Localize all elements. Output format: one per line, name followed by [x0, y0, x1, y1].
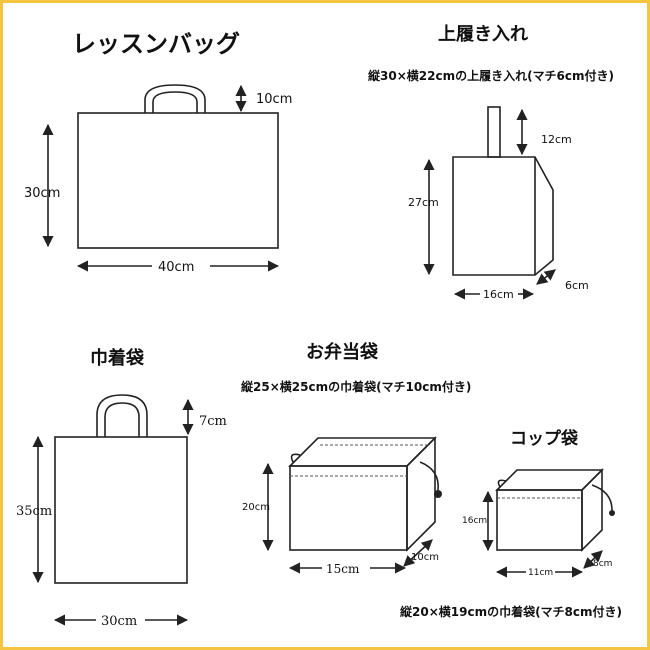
lunch-bag-cord-right	[419, 461, 439, 491]
cup-bag-title: コップ袋	[510, 428, 579, 449]
drawstring-bag-handle-label: 7cm	[199, 414, 227, 429]
lesson-bag-handle-label: 10cm	[256, 92, 292, 107]
cup-bag-gusset-label: 8cm	[593, 559, 612, 569]
shoe-bag-handle-label: 12cm	[541, 133, 572, 146]
cup-bag-top-face	[495, 469, 604, 491]
cup-bag-cord-knot	[609, 510, 615, 516]
cup-bag-cord-right	[591, 484, 613, 511]
lesson-bag-height-label: 30cm	[24, 186, 60, 201]
lunch-bag-front-face	[289, 465, 408, 551]
shoe-bag-height-label: 27cm	[408, 196, 439, 209]
shoe-bag-title: 上履き入れ	[438, 24, 528, 45]
shoe-bag-gusset-label: 6cm	[565, 279, 589, 292]
cup-bag-front-face	[496, 489, 583, 551]
lunch-bag-height-label: 20cm	[242, 502, 270, 513]
lunch-bag-section: お弁当袋 縦25×横25cmの巾着袋(マチ10cm付き) 20cm 15cm 1…	[241, 341, 471, 576]
lunch-bag-description: 縦25×横25cmの巾着袋(マチ10cm付き)	[241, 379, 471, 394]
lunch-bag-width-label: 15cm	[326, 562, 360, 576]
lunch-bag-cord-left	[290, 453, 301, 463]
lesson-bag-handle-inner	[152, 91, 198, 113]
lunch-bag-title: お弁当袋	[306, 341, 379, 363]
lesson-bag-title: レッスンバッグ	[72, 30, 240, 58]
drawstring-bag-height-label: 35cm	[16, 504, 52, 519]
lesson-bag-handle	[144, 84, 206, 113]
lunch-bag-gusset-label: 10cm	[411, 552, 439, 563]
drawstring-bag-width-label: 30cm	[101, 614, 137, 629]
lesson-bag-width-label: 40cm	[158, 260, 194, 275]
shoe-bag-body	[452, 156, 554, 276]
drawstring-bag-handle	[96, 394, 148, 437]
drawstring-bag-body	[54, 436, 188, 584]
drawstring-bag-handle-inner	[104, 402, 140, 437]
lesson-bag-body	[77, 112, 279, 249]
lunch-bag-cord-knot	[434, 490, 442, 498]
cup-bag-height-label: 16cm	[462, 516, 487, 526]
drawstring-bag-title: 巾着袋	[90, 347, 145, 369]
shoe-bag-description: 縦30×横22cmの上履き入れ(マチ6cm付き)	[368, 68, 614, 83]
cup-bag-side-face	[581, 468, 603, 552]
cup-bag-description: 縦20×横19cmの巾着袋(マチ8cm付き)	[400, 604, 622, 619]
shoe-bag-section: 上履き入れ 縦30×横22cmの上履き入れ(マチ6cm付き) 12cm 27cm…	[368, 24, 614, 301]
shoe-bag-width-label: 16cm	[483, 288, 514, 301]
cup-bag-width-label: 11cm	[528, 568, 553, 578]
cup-bag-section: コップ袋 16cm 11cm 8cm 縦20×横19cmの巾着袋(マチ8cm付き…	[400, 428, 622, 619]
shoe-bag-gusset-arrow	[536, 269, 556, 285]
lunch-bag-top-face	[288, 437, 437, 467]
lesson-bag-section: レッスンバッグ 10cm 30cm 40cm	[24, 30, 292, 275]
lunch-bag-gusset-arrow	[403, 539, 433, 567]
lunch-bag-side-face	[406, 436, 436, 552]
cup-bag-cord-left	[497, 479, 507, 488]
cup-bag-gusset-arrow	[583, 550, 603, 569]
drawstring-bag-section: 巾着袋 7cm 35cm 30cm	[16, 347, 227, 629]
shoe-bag-handle	[487, 106, 501, 158]
